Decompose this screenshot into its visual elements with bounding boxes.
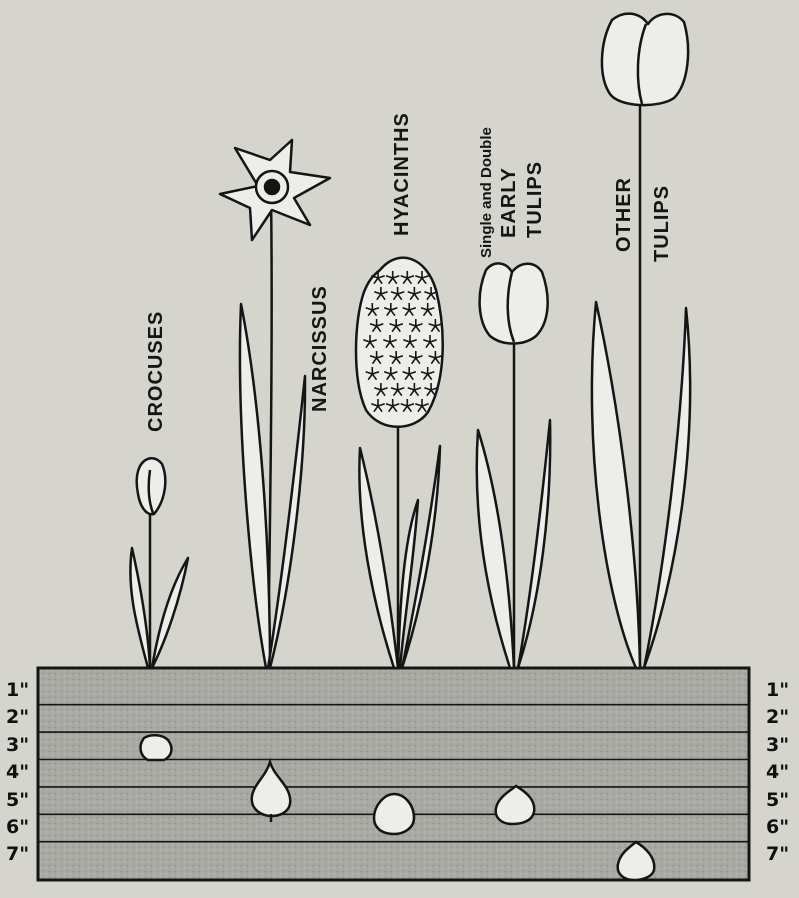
label-early-tulips-line1: Single and Double [478, 127, 495, 258]
depth-label-right-1: 1" [766, 681, 789, 700]
depth-label-right-4: 4" [766, 763, 789, 782]
depth-label-right-2: 2" [766, 708, 789, 727]
depth-label-right-6: 6" [766, 818, 789, 837]
hyacinth-plant [356, 258, 443, 668]
label-other-tulips-line1: OTHER [613, 177, 635, 252]
early-tulip-plant [477, 263, 550, 668]
depth-label-right-5: 5" [766, 791, 789, 810]
depth-label-left-5: 5" [6, 791, 29, 810]
depth-label-left-6: 6" [6, 818, 29, 837]
label-early-tulips-line3: TULIPS [524, 161, 546, 238]
depth-label-left-1: 1" [6, 681, 29, 700]
label-crocuses: CROCUSES [145, 311, 167, 432]
hyacinth-bulb [374, 794, 414, 834]
depth-label-right-7: 7" [766, 845, 789, 864]
label-narcissus: NARCISSUS [309, 285, 331, 412]
depth-label-left-2: 2" [6, 708, 29, 727]
label-early-tulips-line2: EARLY [498, 167, 520, 238]
depth-label-left-7: 7" [6, 845, 29, 864]
label-hyacinths: HYACINTHS [391, 112, 413, 236]
other-tulip-plant [592, 14, 690, 668]
label-other-tulips-line2: TULIPS [651, 185, 673, 262]
crocus-plant [130, 458, 188, 668]
depth-label-right-3: 3" [766, 736, 789, 755]
depth-label-left-4: 4" [6, 763, 29, 782]
crocus-bulb [141, 735, 172, 760]
depth-label-left-3: 3" [6, 736, 29, 755]
